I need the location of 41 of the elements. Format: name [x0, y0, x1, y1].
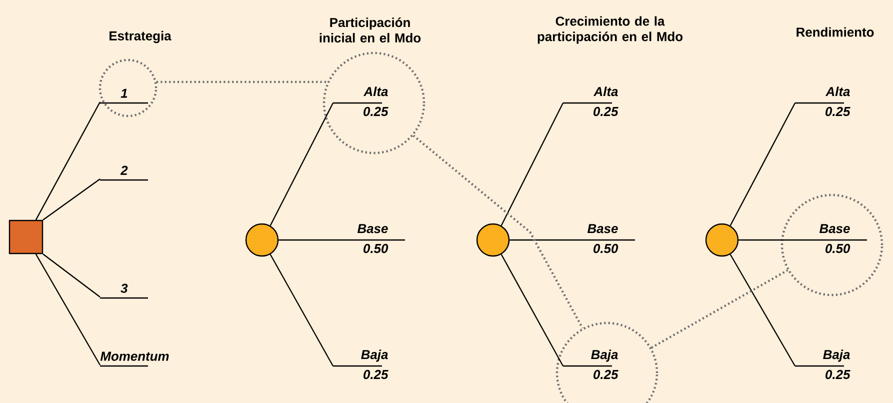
decision-square: [8, 220, 44, 254]
column-heading: Estrategia: [110, 30, 172, 44]
outcome-label: Baja 0.25: [795, 350, 850, 380]
outcome-label: Base 0.50: [795, 224, 867, 254]
branch-line: [270, 254, 334, 366]
dotted-connector: [412, 134, 584, 329]
branch-line: [510, 239, 563, 241]
chance-circle: [476, 223, 510, 257]
branch-line: [42, 178, 100, 220]
branch-line: [730, 102, 796, 226]
branch-line: [35, 254, 101, 366]
branch-line: [270, 102, 334, 226]
branch-label: Momentum: [100, 352, 169, 367]
column-heading: Rendimiento: [796, 27, 874, 37]
branch-line: [730, 254, 796, 366]
column-heading: Crecimiento de la participación en el Mdo: [538, 16, 683, 44]
dotted-connector: [156, 80, 328, 84]
branch-line: [738, 239, 795, 241]
branch-line: [35, 102, 101, 220]
branch-line: [278, 239, 333, 241]
branch-line: [42, 254, 100, 298]
outcome-label: Baja 0.25: [563, 350, 618, 380]
outcome-label: Base 0.50: [563, 224, 635, 254]
branch-line: [500, 102, 564, 226]
outcome-label: Baja 0.25: [333, 350, 388, 380]
branch-label: 2: [100, 166, 148, 181]
highlight-ring: [322, 52, 426, 154]
highlight-ring: [98, 58, 158, 118]
outcome-label: Alta 0.25: [795, 86, 850, 116]
branch-label: 1: [100, 88, 148, 104]
chance-circle: [245, 223, 279, 257]
branch-label: 3: [100, 284, 148, 299]
outcome-label: Alta 0.25: [563, 86, 618, 116]
dotted-connector: [650, 269, 788, 349]
highlight-ring: [556, 322, 658, 403]
column-heading: Participación inicial en el Mdo: [320, 17, 421, 43]
branch-line: [500, 254, 564, 366]
highlight-ring: [780, 194, 884, 296]
outcome-label: Base 0.50: [333, 224, 405, 254]
outcome-label: Alta 0.25: [333, 86, 388, 116]
chance-circle: [705, 223, 739, 257]
